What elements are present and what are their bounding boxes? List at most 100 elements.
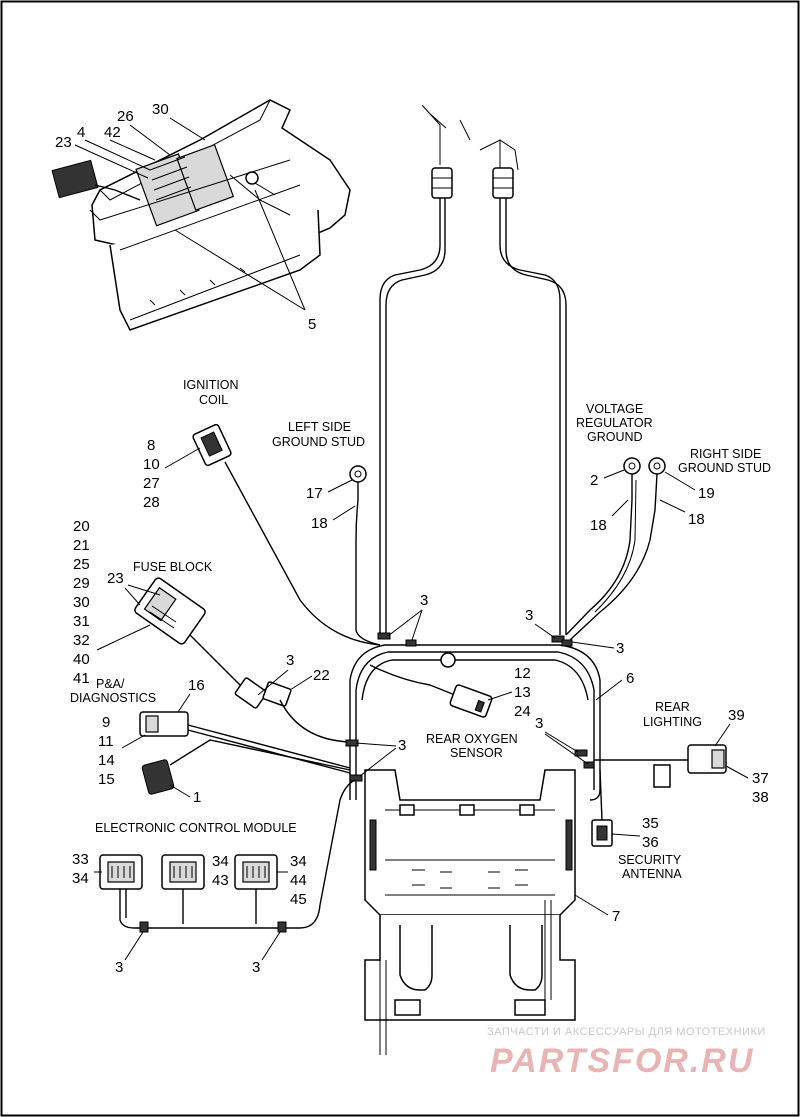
callout-ox-13: 13 [514, 684, 531, 701]
label-left-ground-2: GROUND STUD [272, 435, 365, 449]
callout-fuse-25: 25 [73, 556, 90, 573]
label-pa-1: P&A/ [96, 677, 125, 691]
callout-inset-23: 23 [55, 134, 72, 151]
label-right-ground-1: RIGHT SIDE [690, 447, 761, 461]
leader-right-19 [664, 471, 696, 491]
callout-pa-9: 9 [102, 714, 110, 731]
leader-clip-left-mid [355, 742, 397, 777]
callout-fuse-29: 29 [73, 575, 90, 592]
callout-clip-22: 22 [313, 667, 330, 684]
leader-harness-6 [595, 679, 623, 701]
fuse-tray-inset [51, 99, 351, 331]
callout-ecm-44: 44 [290, 872, 307, 889]
frame [364, 769, 576, 1055]
leader-4 [84, 139, 151, 171]
label-ignition-coil-2: COIL [199, 393, 228, 407]
leader-coil [164, 447, 201, 469]
leader-vr-2 [603, 469, 625, 479]
pa-diagnostics-connector [139, 711, 351, 774]
leader-42 [109, 139, 156, 161]
callout-coil-10: 10 [143, 456, 160, 473]
callout-rear-37: 37 [752, 770, 769, 787]
leader-left-18 [332, 505, 356, 521]
ignition-coil-connector [192, 423, 381, 646]
callout-inset-26: 26 [117, 108, 134, 125]
left-ground-terminal [349, 465, 381, 646]
label-rear-lighting-1: REAR [655, 700, 690, 714]
leader-ox [487, 691, 513, 701]
watermark-brand: PARTSFOR.RU [490, 1042, 754, 1080]
callout-fuse-21: 21 [73, 537, 90, 554]
leader-left-17 [327, 479, 353, 493]
leader-30 [169, 117, 206, 141]
leader-rear-39 [714, 723, 731, 747]
callout-fuse-20: 20 [73, 518, 90, 535]
leader-clip-ecm-b [261, 931, 281, 961]
callout-fuse-41: 41 [73, 670, 90, 687]
label-ignition-coil-1: IGNITION [183, 378, 239, 392]
callout-clip-top-left: 3 [420, 592, 428, 609]
callout-inset-30: 30 [152, 101, 169, 118]
callout-clip-left-mid: 3 [398, 737, 406, 754]
label-vr-1: VOLTAGE [586, 402, 643, 416]
rear-oxygen-sensor-connector [369, 664, 493, 718]
callout-ecm-45: 45 [290, 891, 307, 908]
callout-ox-24: 24 [514, 703, 531, 720]
callout-ecm-34b: 34 [212, 853, 229, 870]
leader-vr-18 [611, 499, 629, 517]
label-ecm: ELECTRONIC CONTROL MODULE [95, 821, 297, 835]
leader-pa-16 [177, 693, 191, 713]
diagnostic-connector-1 [141, 739, 351, 795]
leader-clip-right-mid [544, 731, 589, 765]
leader-clip-ecm-a [124, 931, 144, 961]
ecm-connectors [99, 779, 356, 933]
rear-lighting-connector [594, 744, 727, 788]
callout-sec-36: 36 [642, 834, 659, 851]
fuse-block-connector [134, 577, 256, 691]
callout-diag-1: 1 [193, 789, 201, 806]
relay-connector-22 [234, 677, 351, 743]
callout-clip-right-mid: 3 [535, 715, 543, 732]
callout-clip-mid: 3 [286, 652, 294, 669]
leader-5 [174, 189, 306, 311]
harness-clips [345, 632, 595, 782]
callout-rear-39: 39 [728, 707, 745, 724]
callout-clip-top-right-a: 3 [525, 607, 533, 624]
callout-vr-2: 2 [590, 472, 598, 489]
callout-vr-18: 18 [590, 517, 607, 534]
callout-ecm-34c: 34 [290, 853, 307, 870]
callout-left-17: 17 [306, 485, 323, 502]
callout-ox-12: 12 [514, 665, 531, 682]
callout-inset-5: 5 [308, 316, 316, 333]
callout-right-19: 19 [698, 485, 715, 502]
callout-fuse-23: 23 [107, 570, 124, 587]
leader-diag-1 [169, 784, 191, 798]
leader-fuse-group [96, 624, 151, 651]
leader-pa-group [121, 734, 146, 749]
label-fuse-block: FUSE BLOCK [133, 560, 213, 574]
callout-ecm-34a: 34 [72, 870, 89, 887]
right-ground-terminals [565, 457, 666, 641]
callout-fuse-30: 30 [73, 594, 90, 611]
leader-clip-top-right-a [534, 623, 556, 639]
callout-inset-4: 4 [77, 124, 85, 141]
callout-coil-27: 27 [143, 475, 160, 492]
callout-frame-7: 7 [612, 908, 620, 925]
leader-clip-top-left [387, 609, 423, 641]
leader-frame-7 [574, 894, 609, 916]
label-ox-2: SENSOR [450, 746, 503, 760]
leader-right-18 [659, 499, 686, 513]
main-harness [349, 104, 601, 801]
security-antenna-connector [591, 769, 613, 847]
label-pa-2: DIAGNOSTICS [70, 691, 156, 705]
callout-harness-6: 6 [626, 670, 634, 687]
leader-rear-group [725, 765, 749, 779]
label-right-ground-2: GROUND STUD [678, 461, 771, 475]
label-vr-2: REGULATOR [576, 416, 653, 430]
callout-ecm-33: 33 [72, 851, 89, 868]
callout-coil-8: 8 [147, 437, 155, 454]
callout-fuse-32: 32 [73, 632, 90, 649]
leader-26 [129, 124, 171, 156]
